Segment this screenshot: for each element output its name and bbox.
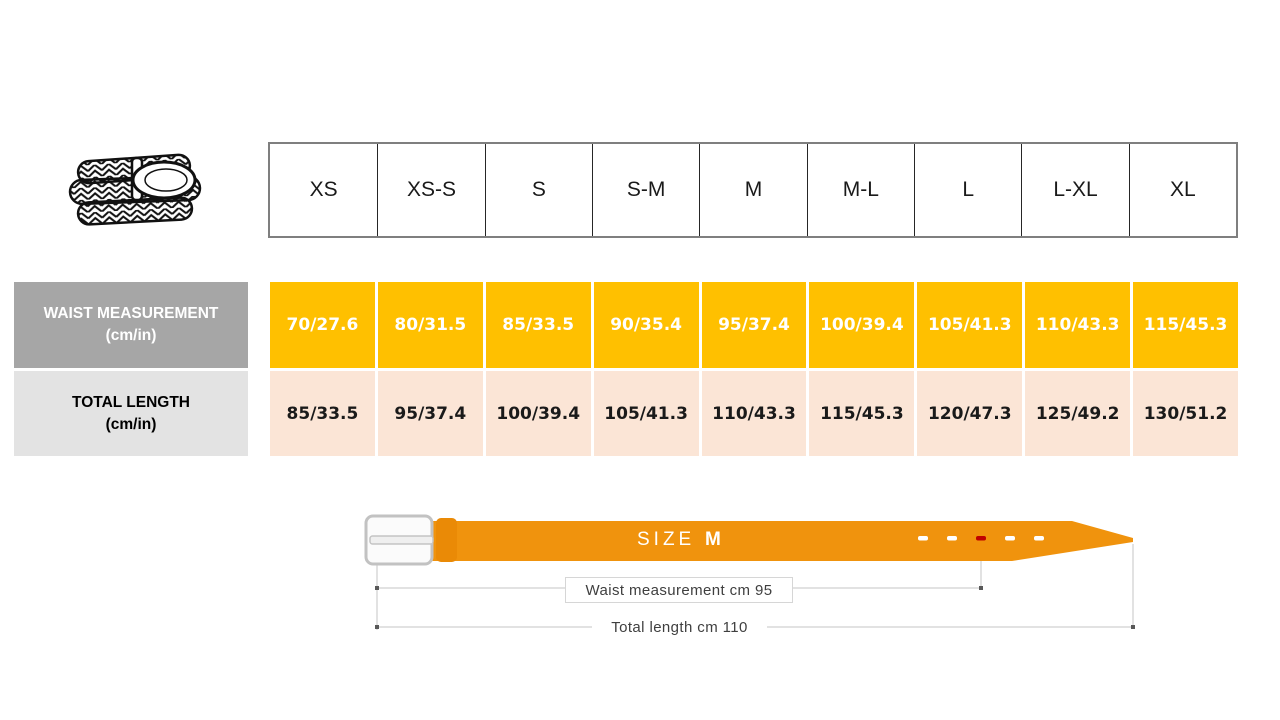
- size-cell: XS: [309, 178, 338, 201]
- belt-strap: [430, 521, 1133, 561]
- size-cell: L: [914, 144, 1021, 236]
- belt-measurement-diagram: SIZE M: [364, 514, 1135, 630]
- length-value: 95/37.4: [377, 371, 483, 456]
- length-annotation-label: Total length cm 110: [592, 615, 767, 639]
- row-label-unit: (cm/in): [105, 415, 157, 433]
- size-cell: S: [484, 144, 592, 236]
- size-word-label: SIZE: [637, 529, 695, 550]
- length-value: 130/51.2: [1133, 371, 1238, 456]
- buckle-prong: [369, 535, 434, 545]
- belt-keeper: [436, 518, 457, 562]
- braided-belt-icon: [68, 153, 202, 226]
- waist-annotation-label: Waist measurement cm 95: [565, 577, 793, 603]
- belt-holes: [918, 536, 1044, 541]
- total-length-row-label: TOTAL LENGTH (cm/in): [14, 371, 248, 456]
- length-value: 115/45.3: [809, 371, 915, 456]
- waist-value: 110/43.3: [1025, 282, 1131, 368]
- measure-endpoints: [375, 586, 1135, 629]
- belt-hole: [947, 536, 957, 541]
- size-value-label: M: [705, 529, 722, 550]
- belt-coil: [68, 153, 202, 226]
- length-value: 120/47.3: [917, 371, 1023, 456]
- waist-value: 90/35.4: [593, 282, 699, 368]
- waist-measurement-values: 70/27.6 80/31.5 85/33.5 90/35.4 95/37.4 …: [270, 282, 1238, 368]
- length-value: 85/33.5: [270, 371, 375, 456]
- size-cell: XS-S: [377, 144, 484, 236]
- row-label-text: WAIST MEASUREMENT: [43, 305, 219, 323]
- length-value: 125/49.2: [1025, 371, 1131, 456]
- total-length-values: 85/33.5 95/37.4 100/39.4 105/41.3 110/43…: [270, 371, 1238, 456]
- waist-value: 80/31.5: [377, 282, 483, 368]
- waist-value: 70/27.6: [270, 282, 375, 368]
- waist-value: 115/45.3: [1133, 282, 1238, 368]
- waist-value: 100/39.4: [809, 282, 915, 368]
- belt-hole-highlighted: [976, 536, 986, 541]
- waist-value: 85/33.5: [485, 282, 591, 368]
- length-value: 110/43.3: [701, 371, 807, 456]
- size-cell: L-XL: [1021, 144, 1128, 236]
- size-cell: M: [699, 144, 806, 236]
- row-label-text: TOTAL LENGTH: [72, 393, 190, 411]
- belt-hole: [918, 536, 928, 541]
- length-value: 105/41.3: [593, 371, 699, 456]
- belt-hole: [1005, 536, 1015, 541]
- length-value: 100/39.4: [485, 371, 591, 456]
- size-header-row: XS XS-S S S-M M M-L L L-XL XL: [268, 142, 1238, 238]
- waist-measurement-row-label: WAIST MEASUREMENT (cm/in): [14, 282, 248, 368]
- size-cell: S-M: [592, 144, 699, 236]
- size-cell: XL: [1128, 144, 1236, 236]
- row-label-unit: (cm/in): [105, 327, 157, 344]
- waist-value: 95/37.4: [701, 282, 807, 368]
- size-cell: M-L: [806, 144, 914, 236]
- belt-hole: [1034, 536, 1044, 541]
- waist-value: 105/41.3: [917, 282, 1023, 368]
